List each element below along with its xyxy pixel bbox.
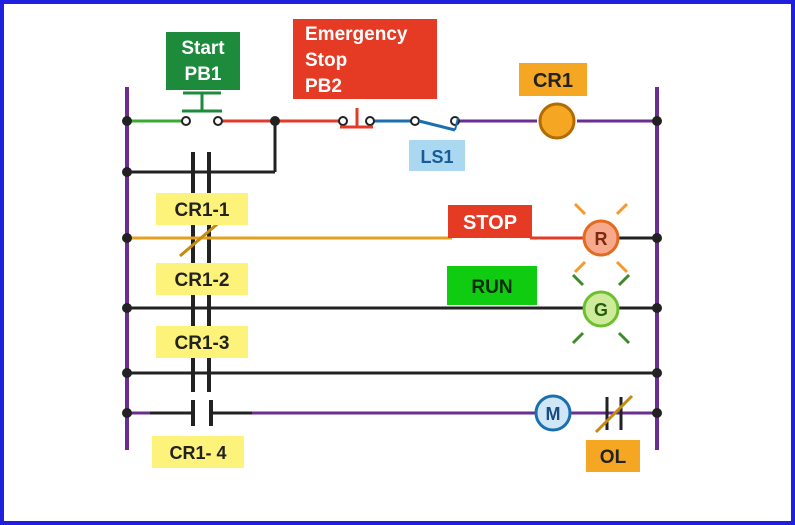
motor-letter: M <box>546 404 561 424</box>
cr1-2-label-box <box>156 263 248 295</box>
cr1-coil-icon <box>538 102 576 140</box>
cr1-2-label: CR1-2 <box>175 270 230 291</box>
stop-label-box <box>448 205 532 238</box>
emergency-label: Emergency <box>305 24 408 45</box>
green-lamp-rays-icon <box>571 273 631 345</box>
ls1-label-box <box>409 140 465 171</box>
rung-stop-lamp <box>122 218 662 258</box>
red-lamp-rays-icon <box>573 202 629 274</box>
green-lamp-letter: G <box>594 300 608 320</box>
emergency-stop-pushbutton-pb2 <box>338 108 375 129</box>
start-label: Start <box>181 38 225 59</box>
stop-line-label: Stop <box>305 50 347 71</box>
green-lamp-icon <box>582 290 620 328</box>
cr1-coil-label: CR1 <box>533 70 573 92</box>
start-pb1-label-box <box>166 32 240 90</box>
ol-label: OL <box>600 447 627 468</box>
rung-motor <box>122 400 662 426</box>
overload-contact-icon <box>594 394 634 434</box>
cr1-1-label: CR1-1 <box>175 200 230 221</box>
stop-lamp-label: STOP <box>463 212 517 234</box>
rung-4 <box>122 368 662 378</box>
cr1-1-label-box <box>156 193 248 225</box>
ls1-label: LS1 <box>420 147 453 167</box>
pb2-label: PB2 <box>305 76 342 97</box>
red-lamp-icon <box>582 219 620 257</box>
pb1-label: PB1 <box>185 64 222 85</box>
ol-label-box <box>586 440 640 472</box>
rung-1 <box>122 116 662 126</box>
cr1-3-label: CR1-3 <box>175 333 230 354</box>
rung-run-lamp <box>122 303 662 313</box>
seal-in-branch <box>122 121 277 177</box>
start-pushbutton-pb1 <box>181 91 223 126</box>
cr1-4-label: CR1- 4 <box>169 443 226 463</box>
emergency-stop-label-box <box>293 19 437 99</box>
cr1-3-label-box <box>156 326 248 358</box>
run-lamp-label: RUN <box>471 277 512 298</box>
cr1-coil-label-box <box>519 63 587 96</box>
limit-switch-ls1 <box>410 116 460 132</box>
red-lamp-letter: R <box>595 229 608 249</box>
run-label-box <box>447 266 537 305</box>
cr1-4-label-box <box>152 436 244 468</box>
motor-icon <box>534 394 572 432</box>
